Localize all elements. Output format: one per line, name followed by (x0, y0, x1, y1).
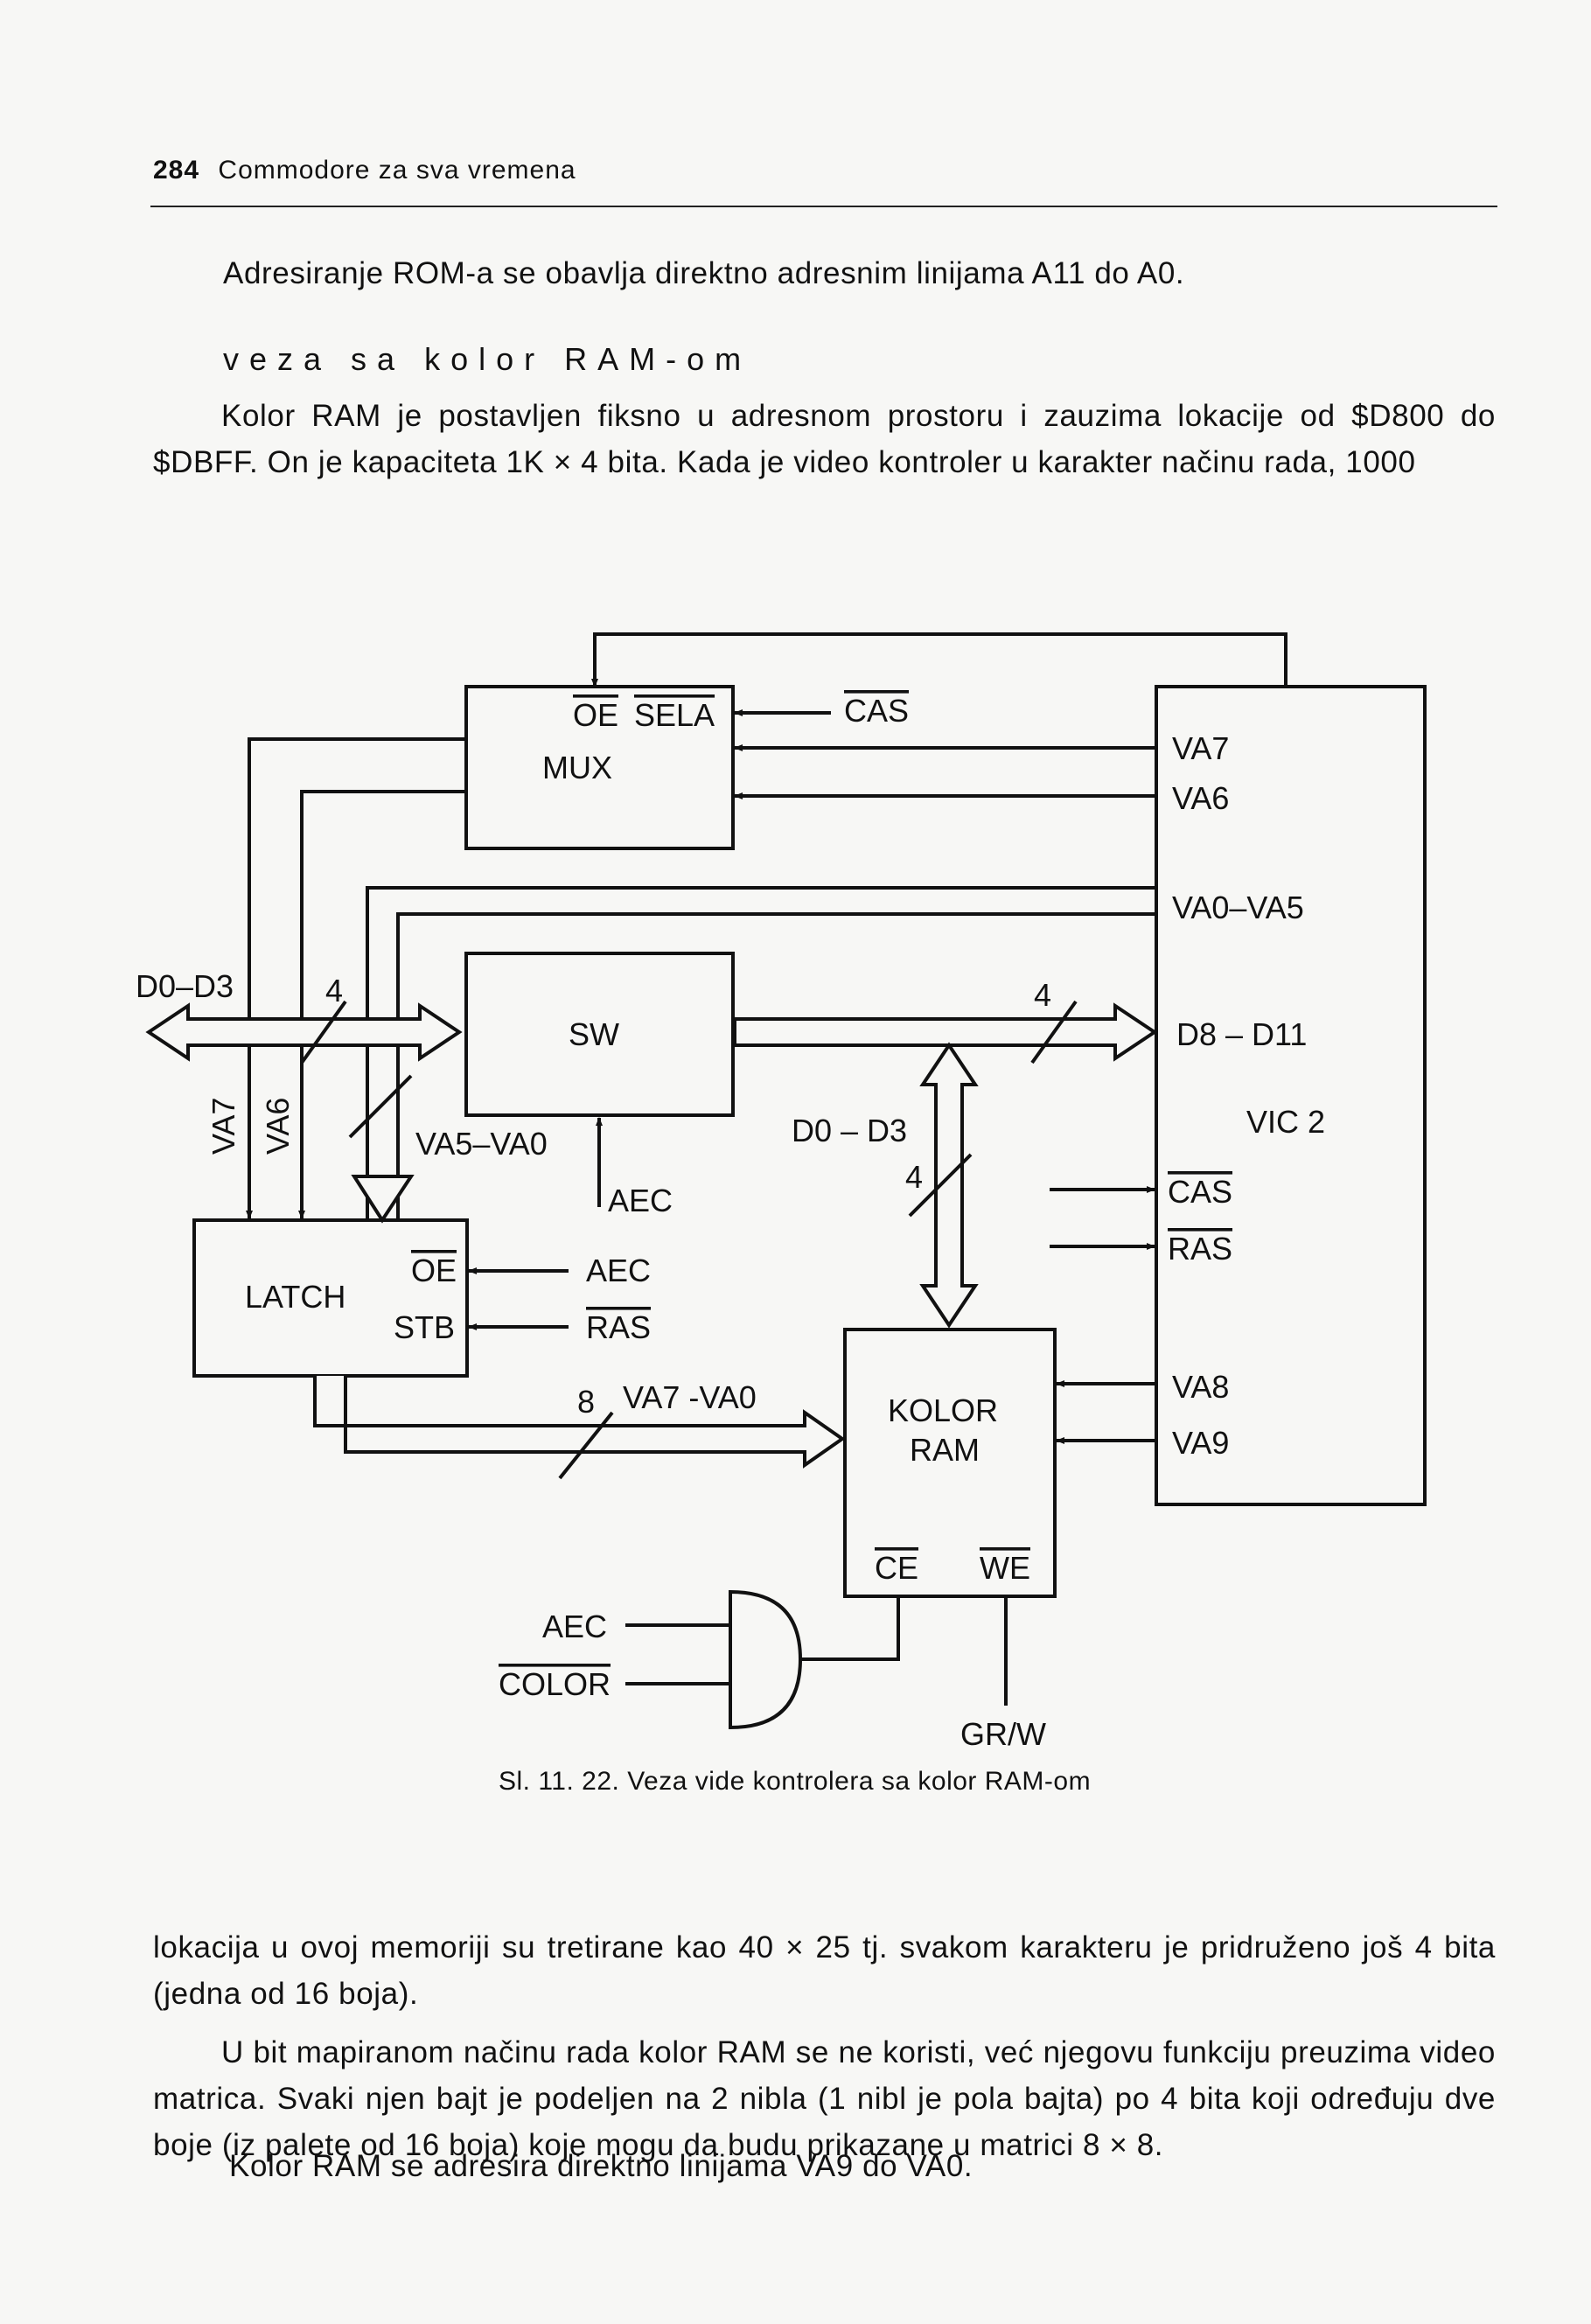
aec-latch-label: AEC (586, 1253, 651, 1288)
mux-sela-pin: SELA (634, 697, 715, 733)
bus-width-left: 4 (325, 973, 343, 1008)
d0-d3-mid-label: D0 – D3 (792, 1113, 907, 1148)
vic-va0-va5-pin: VA0–VA5 (1172, 890, 1304, 925)
bus-width-8: 8 (577, 1384, 595, 1420)
latch-oe-pin: OE (411, 1253, 457, 1288)
vic-va8-pin: VA8 (1172, 1369, 1229, 1405)
section-heading: veza sa kolor RAM-om (223, 341, 752, 377)
vic-ras-pin: RAS (1168, 1231, 1232, 1267)
paragraph-rom-addressing: Adresiranje ROM-a se obavlja direktno ad… (223, 256, 1185, 290)
vic-va9-pin: VA9 (1172, 1425, 1229, 1461)
paragraph-locations: lokacija u ovoj memoriji su tretirane ka… (153, 1930, 1496, 2011)
sw-label: SW (569, 1016, 619, 1052)
vic-va7-pin: VA7 (1172, 730, 1229, 766)
cas-input-label: CAS (844, 693, 909, 729)
vic-va6-pin: VA6 (1172, 780, 1229, 816)
book-title: Commodore za sva vremena (218, 156, 576, 185)
va6-vertical-label: VA6 (260, 1098, 296, 1155)
ram-we-pin: WE (980, 1550, 1030, 1586)
color-gate-label: COLOR (499, 1666, 611, 1702)
paragraph-kolor-ram-intro: Kolor RAM je postavljen fiksno u adresno… (153, 399, 1496, 479)
mux-block (464, 685, 735, 850)
mux-oe-pin: OE (573, 697, 618, 733)
vic2-label: VIC 2 (1246, 1104, 1325, 1140)
latch-label: LATCH (245, 1279, 345, 1315)
header-rule (150, 206, 1497, 207)
latch-stb-pin: STB (394, 1309, 455, 1345)
vic2-block (1155, 685, 1427, 1506)
bus-width-vertical: 4 (905, 1159, 923, 1195)
va7-vertical-label: VA7 (206, 1098, 241, 1155)
page-number: 284 (153, 156, 200, 185)
ras-latch-label: RAS (586, 1309, 651, 1345)
paragraph-bitmap-mode: U bit mapiranom načinu rada kolor RAM se… (153, 2035, 1496, 2162)
gr-w-label: GR/W (960, 1716, 1046, 1752)
kolor-ram-label-1: KOLOR (888, 1392, 998, 1428)
kolor-ram-block (843, 1328, 1057, 1598)
vic-d8-d11-pin: D8 – D11 (1176, 1016, 1307, 1052)
aec-gate-label: AEC (542, 1609, 607, 1644)
va7-va0-label: VA7 -VA0 (623, 1379, 757, 1415)
page-header: 284 Commodore za sva vremena (153, 156, 1491, 185)
va5-va0-label: VA5–VA0 (415, 1126, 548, 1162)
d0-d3-left-label: D0–D3 (136, 968, 234, 1004)
vic-cas-pin: CAS (1168, 1174, 1232, 1210)
mux-label: MUX (542, 750, 612, 785)
bus-width-right: 4 (1034, 977, 1051, 1013)
kolor-ram-label-2: RAM (910, 1432, 980, 1468)
figure-caption: Sl. 11. 22. Veza vide kontrolera sa kolo… (499, 1767, 1092, 1796)
ram-ce-pin: CE (875, 1550, 918, 1586)
paragraph-addressing: Kolor RAM se adresira direktno linijama … (229, 2149, 973, 2183)
aec-sw-label: AEC (608, 1183, 673, 1218)
